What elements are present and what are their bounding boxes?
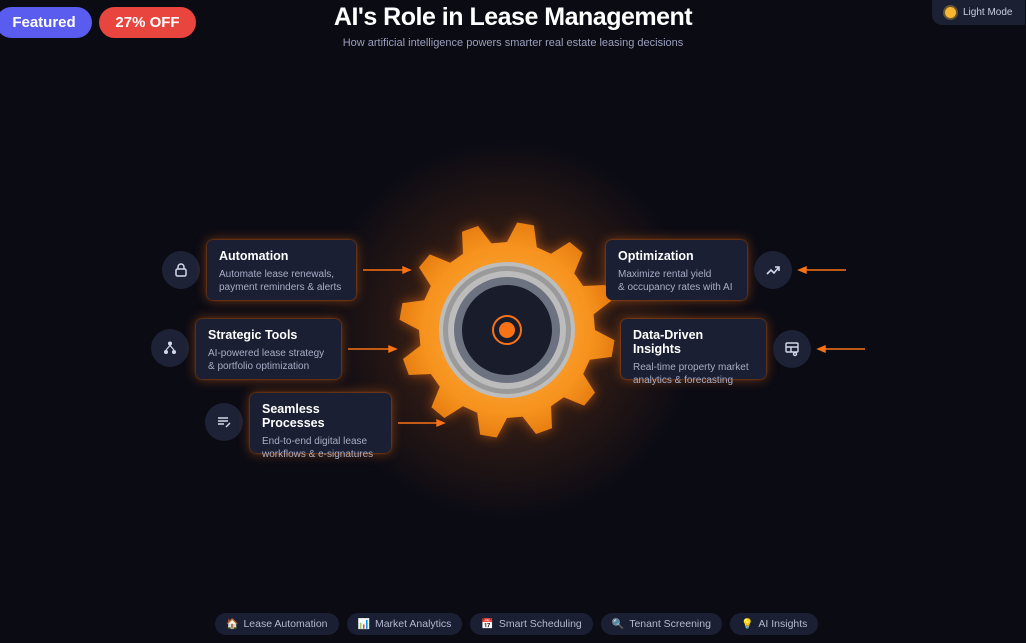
gear-body: [399, 222, 615, 438]
feature-desc-line1: End-to-end digital lease: [262, 436, 368, 447]
chip-label: Lease Automation: [243, 618, 328, 630]
gear-body-glow: [399, 222, 615, 438]
gear-teeth: [399, 222, 615, 438]
feature-card-data-driven-insights[interactable]: Data-Driven Insights Real-time property …: [621, 319, 766, 386]
arrow-head-automation: [402, 265, 412, 275]
discount-badge: 27% OFF: [99, 7, 196, 38]
arrow-head-strategic: [388, 344, 398, 354]
feature-desc-line1: Automate lease renewals,: [219, 269, 335, 280]
light-mode-toggle[interactable]: Light Mode: [932, 0, 1025, 25]
light-mode-label: Light Mode: [963, 7, 1013, 18]
arrow-head-seamless: [436, 418, 446, 428]
feature-desc-line2: payment reminders & alerts: [219, 282, 342, 293]
network-icon: [151, 329, 189, 367]
chip-label: Tenant Screening: [629, 618, 711, 630]
chip-smart-scheduling[interactable]: 📅 Smart Scheduling: [470, 613, 593, 635]
gear-ring-4: [454, 277, 560, 383]
dashboard-icon: [773, 330, 811, 368]
feature-title: Data-Driven Insights: [633, 328, 704, 356]
feature-chips: 🏠 Lease Automation 📊 Market Analytics 📅 …: [215, 613, 819, 635]
page-subtitle: How artificial intelligence powers smart…: [342, 37, 684, 49]
chip-tenant-screening[interactable]: 🔍 Tenant Screening: [600, 613, 722, 635]
feature-desc-line2: & occupancy rates with AI: [618, 282, 733, 293]
chip-label: AI Insights: [758, 618, 808, 630]
gear-core-ring: [492, 315, 522, 345]
lightbulb-icon: 💡: [740, 618, 754, 630]
feature-desc-line2: analytics & forecasting: [633, 375, 734, 386]
feature-title: Strategic Tools: [208, 328, 298, 342]
lock-icon: [162, 251, 200, 289]
chip-lease-automation[interactable]: 🏠 Lease Automation: [215, 613, 339, 635]
feature-card-seamless-processes[interactable]: Seamless Processes End-to-end digital le…: [250, 393, 391, 460]
feature-card-automation[interactable]: Automation Automate lease renewals, paym…: [207, 240, 356, 300]
arrow-head-optimization: [797, 265, 807, 275]
feature-desc-line1: Maximize rental yield: [618, 269, 712, 280]
gear-ring-2: [443, 266, 571, 394]
trending-up-icon: [754, 251, 792, 289]
gear-ring-3: [448, 271, 566, 389]
chip-ai-insights[interactable]: 💡 AI Insights: [729, 613, 819, 635]
calendar-icon: 📅: [481, 618, 494, 630]
feature-desc-line2: & portfolio optimization: [208, 361, 310, 372]
list-edit-icon: [205, 403, 243, 441]
feature-title: Optimization: [618, 249, 694, 263]
feature-title: Seamless Processes: [262, 402, 325, 430]
arrow-head-insights: [816, 344, 826, 354]
page-title: AI's Role in Lease Management: [333, 3, 693, 31]
feature-card-optimization[interactable]: Optimization Maximize rental yield & occ…: [606, 240, 747, 300]
feature-title: Automation: [219, 249, 289, 263]
gear-hub: [462, 285, 552, 375]
sun-icon: [945, 7, 956, 18]
feature-card-strategic-tools[interactable]: Strategic Tools AI-powered lease strateg…: [196, 319, 341, 379]
featured-badge: Featured: [0, 7, 92, 38]
feature-desc-line1: Real-time property market: [633, 362, 749, 373]
gear-ring-outer: [439, 262, 575, 398]
house-icon: 🏠: [226, 618, 239, 630]
magnifier-icon: 🔍: [611, 618, 625, 630]
gear-core-dot: [499, 322, 515, 338]
feature-desc-line1: AI-powered lease strategy: [208, 348, 325, 359]
feature-desc-line2: workflows & e-signatures: [262, 449, 374, 460]
chip-label: Smart Scheduling: [498, 618, 582, 630]
chip-market-analytics[interactable]: 📊 Market Analytics: [346, 613, 463, 635]
chip-label: Market Analytics: [374, 618, 452, 630]
chart-icon: 📊: [357, 618, 370, 630]
